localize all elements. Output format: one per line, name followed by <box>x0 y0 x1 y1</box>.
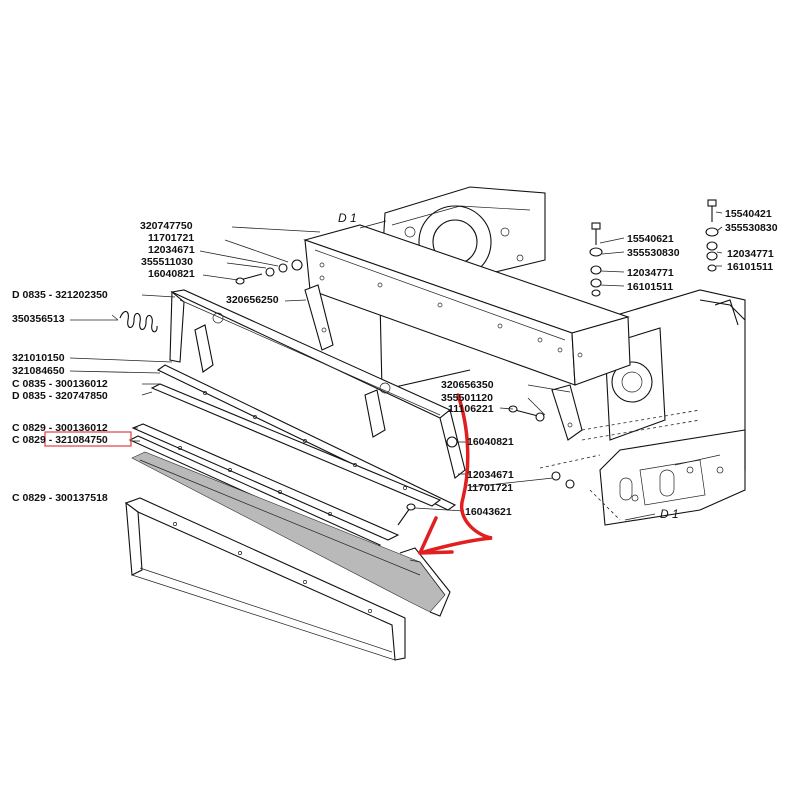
part-label: 15540421 <box>725 208 772 220</box>
part-label: 350356513 <box>12 313 65 325</box>
part-label: C 0835 - 300136012 <box>12 378 108 390</box>
part-label: 15540621 <box>627 233 674 245</box>
part-label: C 0829 - 300137518 <box>12 492 108 504</box>
part-label: 321010150 <box>12 352 65 364</box>
spring-part <box>111 310 158 333</box>
highlight-box <box>44 431 132 447</box>
part-label-highlighted: C 0829 - 321084750 <box>12 434 108 446</box>
part-label: 16040821 <box>148 268 195 280</box>
part-label: 320656350 <box>441 379 494 391</box>
hinge-brackets <box>304 284 583 441</box>
part-label: 16101511 <box>627 281 673 293</box>
red-arrow-annotation <box>418 393 493 555</box>
frame-label-d1-bottom: D 1 <box>660 507 679 521</box>
part-label: 16040821 <box>467 436 514 448</box>
part-label: 16043621 <box>465 506 512 518</box>
part-label: 16101511 <box>727 261 773 273</box>
upper-beam-housing <box>303 224 631 386</box>
part-label: 355530830 <box>725 222 778 234</box>
part-label: 12034671 <box>148 244 195 256</box>
part-label: 320656250 <box>226 294 279 306</box>
part-label: 11106221 <box>448 403 494 415</box>
part-label: 12034671 <box>467 469 514 481</box>
bottom-gasket-frame <box>124 497 406 661</box>
part-label: 12034771 <box>727 248 774 260</box>
leader-lines <box>69 211 723 521</box>
part-label: D 0835 - 320747850 <box>12 390 108 402</box>
machine-frame <box>379 186 746 526</box>
part-label: 355530830 <box>627 247 680 259</box>
fasteners <box>235 199 719 526</box>
part-label: 321084650 <box>12 365 65 377</box>
part-label: 355511030 <box>141 256 193 268</box>
part-label: 11701721 <box>467 482 513 494</box>
part-label: 355501120 <box>441 392 493 404</box>
rubber-scraper-blade <box>131 451 451 617</box>
part-label: C 0829 - 300136012 <box>12 422 108 434</box>
part-label: 11701721 <box>148 232 194 244</box>
part-label: D 0835 - 321202350 <box>12 289 108 301</box>
part-label: 12034771 <box>627 267 674 279</box>
part-label: 320747750 <box>140 220 193 232</box>
frame-label-d1-top: D 1 <box>338 211 357 225</box>
rail-strips <box>128 364 457 550</box>
